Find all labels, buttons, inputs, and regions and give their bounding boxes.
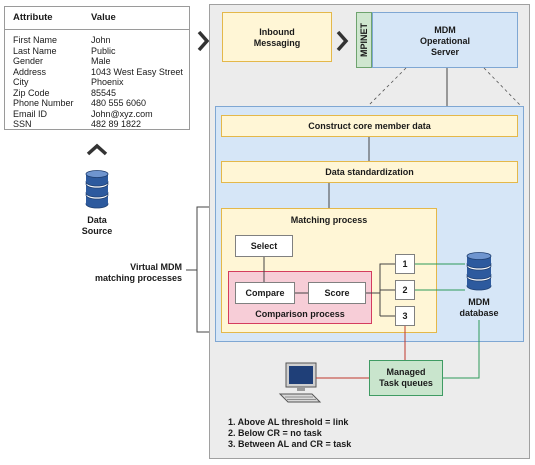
computer-workstation-icon <box>278 362 322 403</box>
attribute-cell: First Name <box>13 35 58 45</box>
mpinet-box: MPINET <box>356 12 372 68</box>
outcome-1-box: 1 <box>395 254 415 274</box>
chevron-right-icon <box>336 30 349 52</box>
virtual-mdm-label: Virtual MDM matching processes <box>94 262 182 283</box>
value-column-header: Value <box>91 12 116 23</box>
comparison-process-label: Comparison process <box>255 309 345 319</box>
attribute-cell: SSN <box>13 119 32 129</box>
attribute-column: First Name Last Name Gender Address City… <box>13 35 74 130</box>
attribute-cell: City <box>13 77 29 87</box>
attribute-table-header: Attribute Value <box>5 7 189 30</box>
value-cell: Phoenix <box>91 77 124 87</box>
outcome-3-box: 3 <box>395 306 415 326</box>
outcome-2-box: 2 <box>395 280 415 300</box>
value-column: John Public Male 1043 West Easy Street P… <box>91 35 183 130</box>
value-cell: 1043 West Easy Street <box>91 66 183 77</box>
score-box: Score <box>308 282 366 304</box>
task-queues-label: Managed <box>386 367 426 377</box>
mdm-server-label: MDM <box>434 25 456 35</box>
select-box: Select <box>235 235 293 257</box>
attribute-column-header: Attribute <box>13 12 53 23</box>
attribute-cell: Email ID <box>13 108 48 119</box>
attribute-cell: Gender <box>13 56 44 66</box>
matching-process-title: Matching process <box>290 215 368 225</box>
outcome-legend: 1. Above AL threshold = link 2. Below CR… <box>228 417 418 450</box>
attribute-cell: Last Name <box>13 45 57 56</box>
mpinet-label: MPINET <box>359 22 369 58</box>
value-cell: 85545 <box>91 87 117 98</box>
data-source-database-icon <box>85 170 109 209</box>
legend-item: 1. Above AL threshold = link <box>228 417 349 427</box>
virtual-mdm-bracket <box>196 206 209 333</box>
attribute-cell: Address <box>13 66 47 77</box>
mdm-operational-server-box: MDM Operational Server <box>372 12 518 68</box>
compare-box: Compare <box>235 282 295 304</box>
managed-task-queues-box: Managed Task queues <box>369 360 443 396</box>
value-cell: John <box>91 35 111 45</box>
legend-item: 3. Between AL and CR = task <box>228 439 352 449</box>
legend-item: 2. Below CR = no task <box>228 428 322 438</box>
value-cell: Male <box>91 56 111 66</box>
construct-core-member-data-box: Construct core member data <box>221 115 518 137</box>
attribute-cell: Phone Number <box>13 98 74 108</box>
value-cell: Public <box>91 45 116 56</box>
inbound-messaging-box: Inbound Messaging <box>222 12 332 62</box>
value-cell: 480 555 6060 <box>91 98 147 108</box>
value-cell: John@xyz.com <box>91 108 153 119</box>
data-source-label: Data Source <box>81 215 113 236</box>
value-cell: 482 89 1822 <box>91 119 142 129</box>
mdm-database-label: MDM database <box>459 297 499 318</box>
chevron-up-icon <box>86 143 108 156</box>
chevron-right-icon <box>197 30 210 52</box>
attribute-table: Attribute Value First Name Last Name Gen… <box>4 6 190 130</box>
attribute-cell: Zip Code <box>13 87 50 98</box>
mdm-database-icon <box>466 252 492 291</box>
inbound-messaging-label: Inbound <box>259 27 295 37</box>
data-standardization-box: Data standardization <box>221 161 518 183</box>
